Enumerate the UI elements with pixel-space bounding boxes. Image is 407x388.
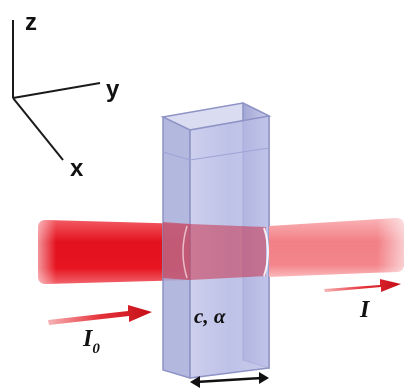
incident-intensity-label: I0 — [82, 326, 100, 357]
incident-arrow — [48, 305, 152, 325]
coordinate-axes: z y x — [12, 9, 120, 182]
transmitted-beam — [269, 218, 404, 277]
z-axis-label: z — [25, 9, 37, 36]
incident-beam — [38, 220, 190, 284]
x-axis-label: x — [70, 155, 84, 182]
transmitted-arrow — [324, 279, 401, 292]
path-length-arrow — [190, 372, 269, 388]
cuvette-params-label: c, α — [194, 304, 226, 328]
y-axis-line — [12, 82, 101, 99]
transmitted-intensity-label: I — [359, 297, 371, 323]
x-axis-line — [12, 97, 64, 161]
cuvette — [160, 101, 272, 380]
y-axis-label: y — [106, 76, 120, 103]
